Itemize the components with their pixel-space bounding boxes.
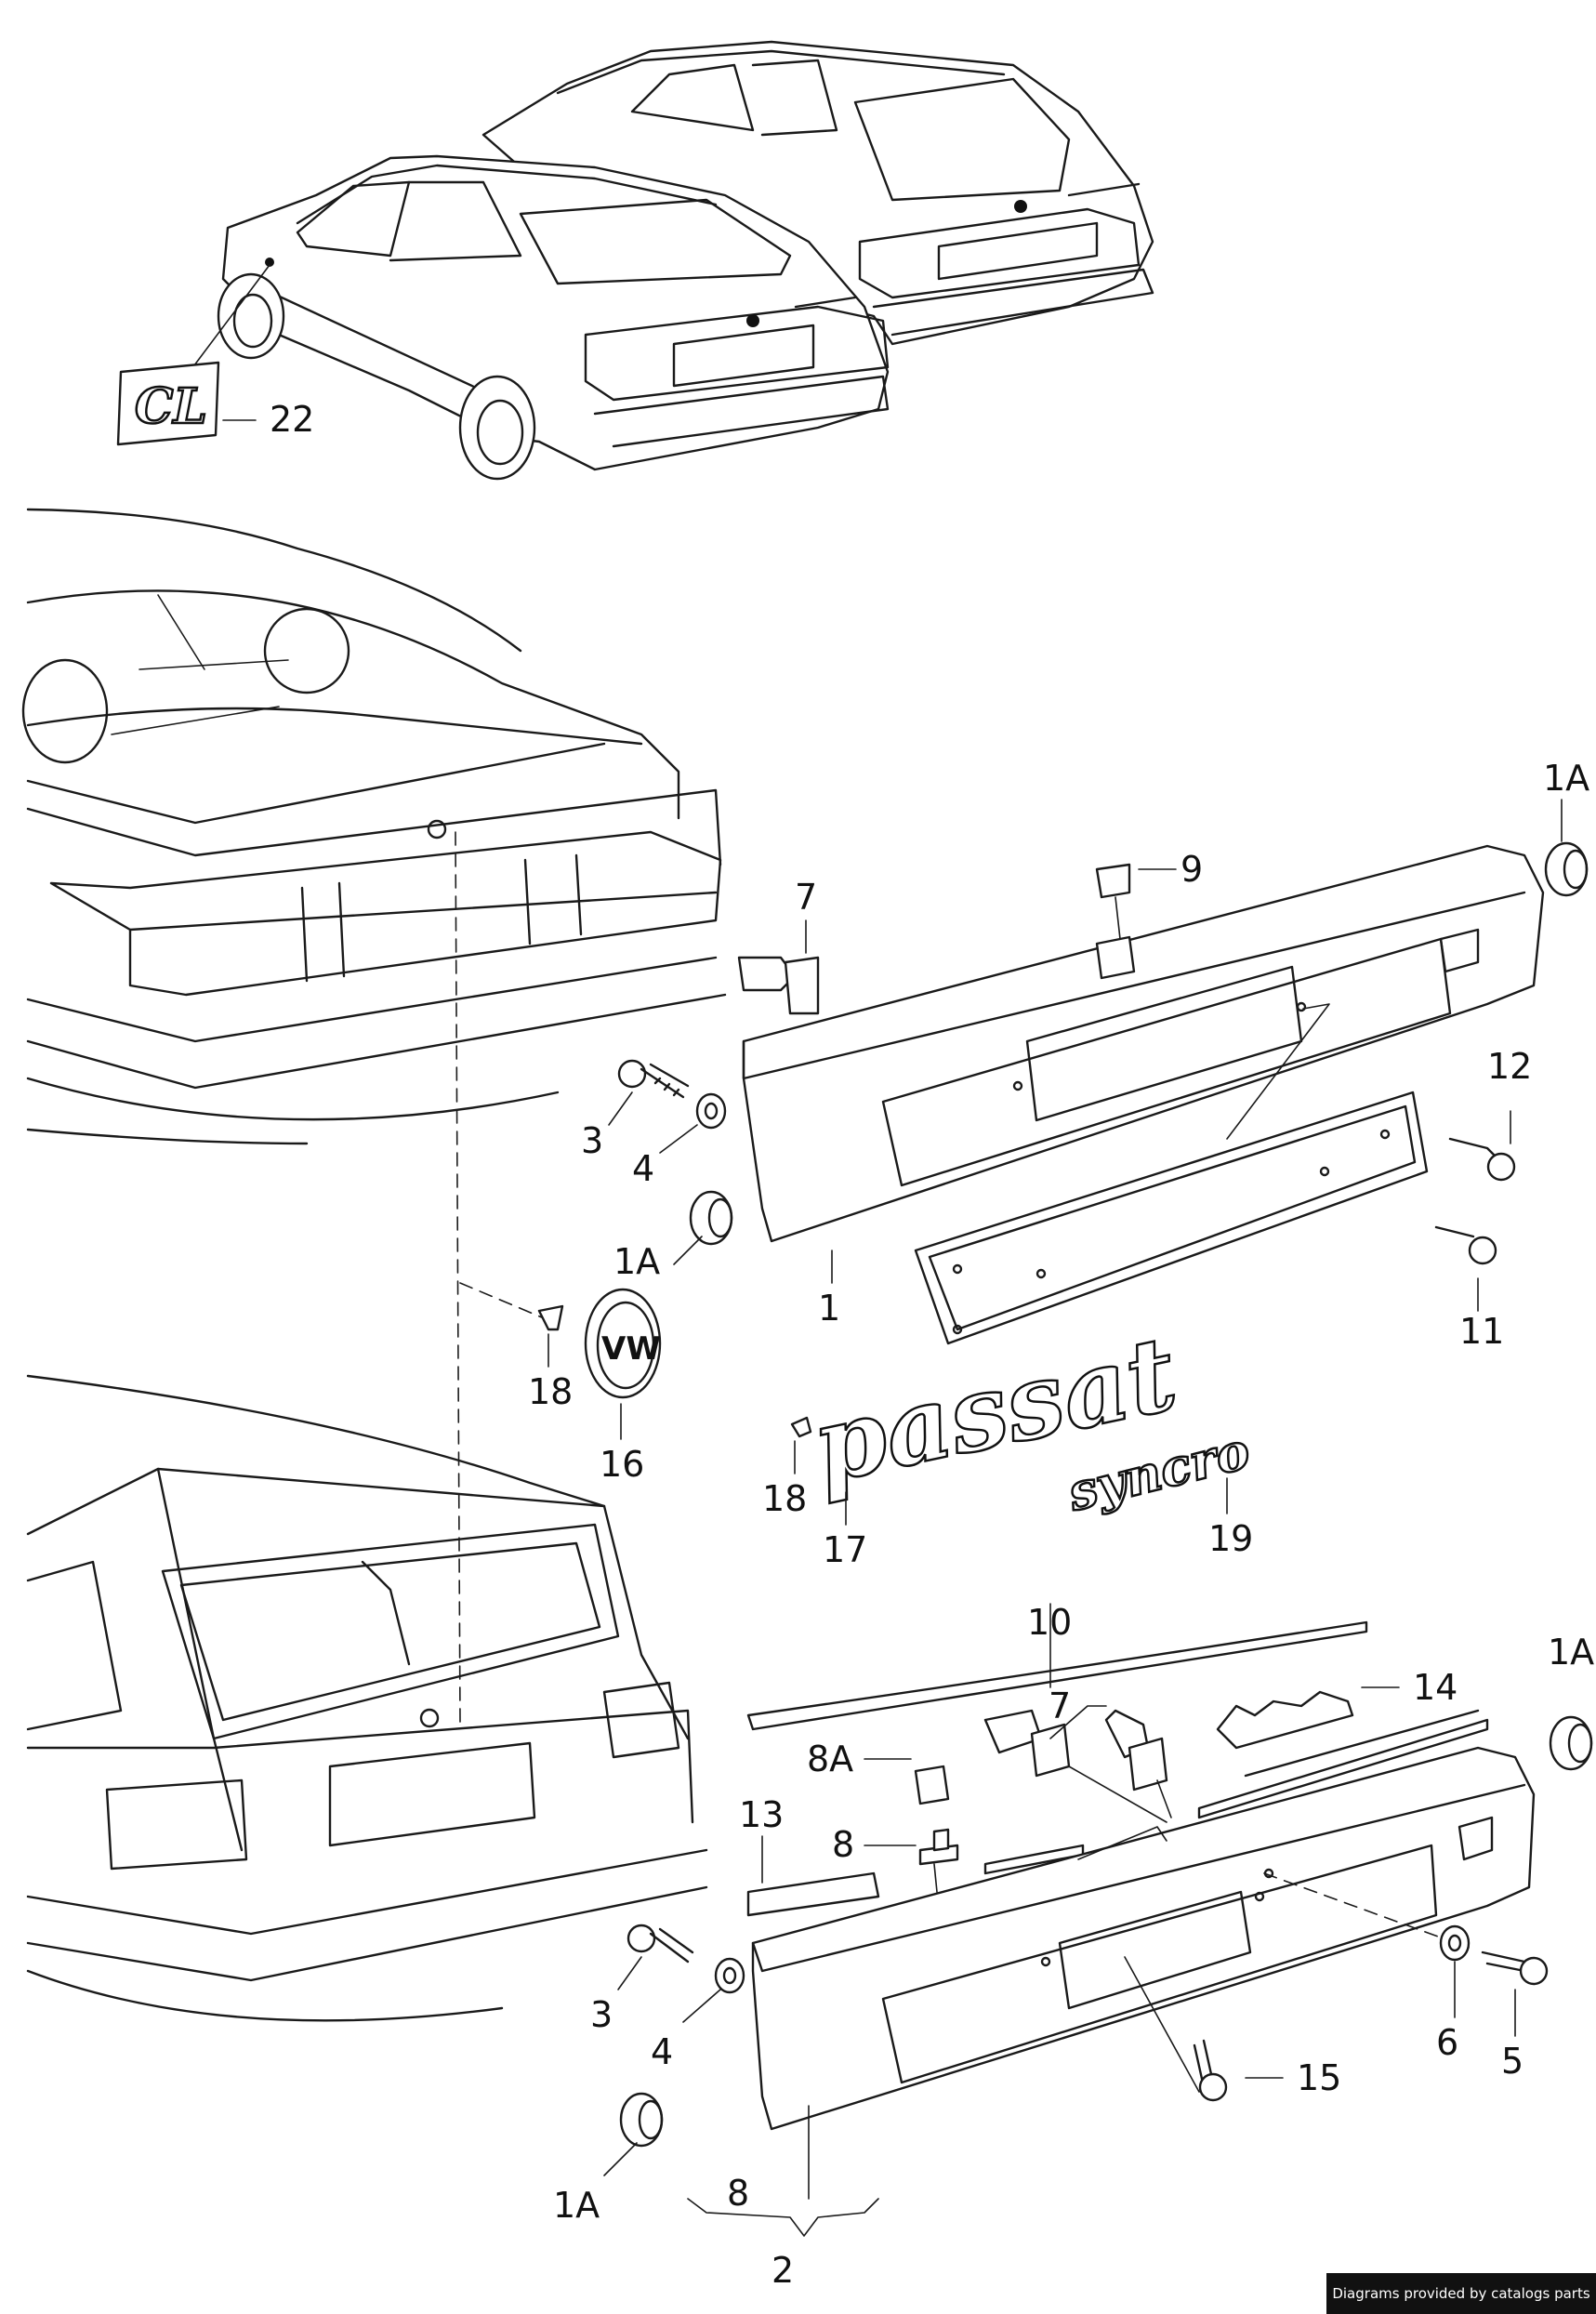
sedan-small-parts: VW (537, 799, 1589, 1440)
cl-badge-text: CL (135, 378, 207, 435)
callout-7-top: 7 (795, 877, 817, 918)
callout-14: 14 (1413, 1667, 1458, 1708)
model-emblems: passat syncro (790, 1312, 1257, 1526)
vw-emblem: VW (584, 1288, 662, 1399)
credit-banner: Diagrams provided by catalogs parts (1326, 2273, 1596, 2314)
callout-1: 1 (818, 1288, 840, 1329)
callout-19: 19 (1208, 1518, 1253, 1559)
callout-8-upper: 8 (832, 1824, 854, 1865)
callout-3-wagon: 3 (590, 1994, 613, 2035)
callout-3-top: 3 (581, 1120, 603, 1161)
cl-badge: CL (116, 361, 220, 446)
wagon-rear-trim-panel (746, 1603, 1536, 2131)
callout-1A-middle: 1A (613, 1241, 660, 1282)
callout-labels: 1A 9 7 3 4 12 1A 1 11 18 16 18 17 19 10 … (528, 758, 1594, 2291)
callout-9: 9 (1181, 849, 1203, 890)
callout-18-upper: 18 (528, 1371, 573, 1412)
callout-2: 2 (772, 2250, 794, 2291)
callout-17: 17 (823, 1529, 867, 1570)
vw-logo-text: VW (601, 1330, 661, 1368)
wagon-rear-closeup (26, 1374, 708, 2022)
callout-7-wagon: 7 (1049, 1686, 1071, 1726)
callout-6: 6 (1436, 2022, 1458, 2063)
callout-13: 13 (739, 1794, 784, 1835)
wagon-small-parts (603, 1705, 1593, 2237)
callout-18-lower: 18 (762, 1478, 807, 1519)
callout-12: 12 (1487, 1046, 1532, 1087)
callout-4-top: 4 (632, 1148, 654, 1189)
callout-16: 16 (600, 1444, 644, 1485)
sedan-rear-trim-panel (742, 844, 1545, 1345)
callout-4-wagon: 4 (651, 2031, 673, 2072)
callout-1A-wagon-top: 1A (1548, 1632, 1594, 1673)
sedan-rear-closeup (21, 508, 727, 1145)
callout-1A-top: 1A (1543, 758, 1589, 799)
sedan-overview (185, 154, 890, 481)
callout-5: 5 (1501, 2041, 1523, 2082)
callout-8-bracket: 8 (727, 2173, 749, 2214)
callout-11: 11 (1459, 1311, 1504, 1352)
callout-22: 22 (270, 399, 314, 440)
callout-15: 15 (1297, 2057, 1341, 2098)
callout-8A: 8A (807, 1739, 853, 1779)
callout-10: 10 (1027, 1602, 1072, 1643)
callout-1A-bottom: 1A (553, 2185, 600, 2226)
overview-cars: CL 22 (116, 40, 1154, 481)
